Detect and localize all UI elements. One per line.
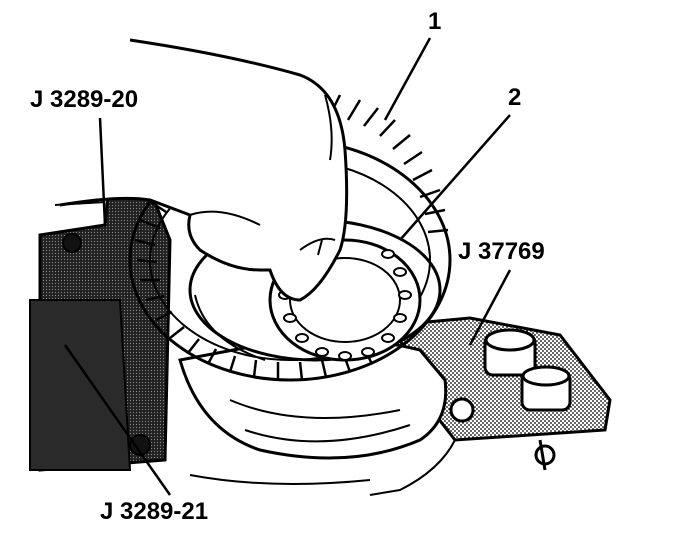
callout-1: 1: [428, 8, 442, 35]
callout-j37769: J 37769: [458, 238, 545, 265]
leader-j3289-20: [98, 117, 107, 226]
leader-lines: [63, 37, 512, 496]
callout-2: 2: [508, 84, 522, 111]
holding-fixture-icon: [369, 316, 612, 496]
leader-1: [383, 37, 432, 121]
leader-j37769: [468, 269, 512, 346]
hand-icon: [59, 38, 349, 302]
callout-j3289-21: J 3289-21: [100, 498, 209, 525]
leader-2: [399, 114, 511, 241]
bench-vise-icon: [29, 188, 172, 472]
leader-j3289-21: [63, 344, 172, 496]
callout-j3289-20: J 3289-20: [30, 86, 139, 113]
